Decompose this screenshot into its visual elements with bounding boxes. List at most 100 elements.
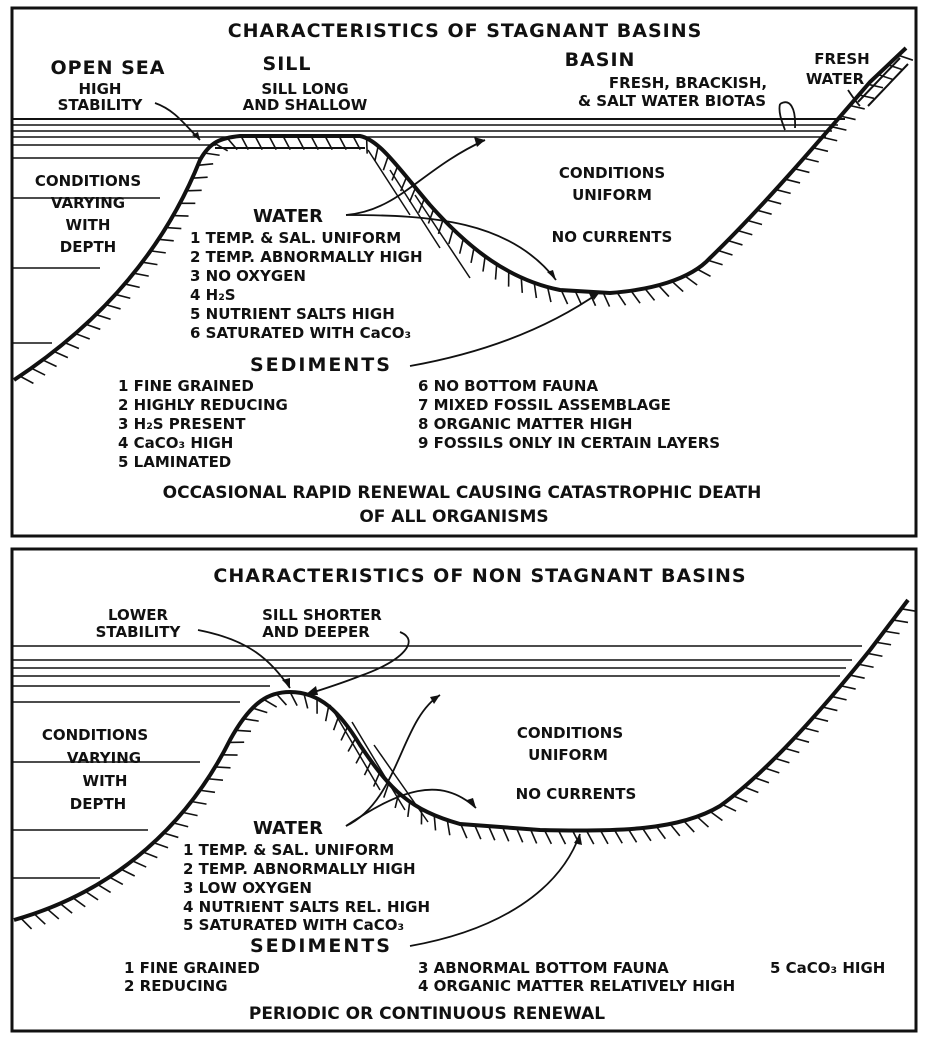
hatch-mark bbox=[613, 829, 623, 844]
top-depth-lines bbox=[12, 157, 200, 344]
hatch-mark bbox=[72, 897, 86, 908]
hatch-mark bbox=[520, 277, 524, 293]
bottom-no-currents-label: NO CURRENTS bbox=[516, 785, 637, 803]
hatch-mark bbox=[641, 827, 652, 842]
hatch-mark bbox=[173, 822, 189, 828]
top-leader-lines bbox=[154, 89, 861, 367]
bottom-sill-slope-hatching bbox=[329, 704, 429, 823]
bottom-water-list: 1 TEMP. & SAL. UNIFORM 2 TEMP. ABNORMALL… bbox=[183, 841, 430, 934]
bottom-water-lines bbox=[12, 645, 862, 687]
hatch-mark bbox=[727, 239, 743, 246]
hatch-mark bbox=[487, 825, 496, 841]
bottom-depth-lines bbox=[12, 701, 240, 879]
hatch-mark bbox=[858, 663, 874, 669]
hatch-mark bbox=[644, 287, 656, 301]
hatch-mark bbox=[875, 641, 892, 646]
hatch-mark bbox=[296, 135, 305, 150]
hatch-mark bbox=[898, 54, 914, 61]
hatch-mark bbox=[756, 209, 772, 215]
hatch-mark bbox=[235, 729, 252, 733]
hatch-mark bbox=[794, 167, 810, 174]
hatch-mark bbox=[448, 228, 454, 245]
arrowhead bbox=[574, 834, 582, 845]
hatch-mark bbox=[803, 157, 819, 163]
hatch-mark bbox=[120, 868, 136, 877]
hatch-mark bbox=[338, 135, 347, 150]
hatch-mark bbox=[372, 772, 381, 787]
top-sill-long-label-2: AND SHALLOW bbox=[243, 96, 368, 114]
arrowhead bbox=[547, 270, 556, 280]
hatch-mark bbox=[684, 275, 698, 286]
bottom-water-item: 4 NUTRIENT SALTS REL. HIGH bbox=[183, 898, 430, 916]
hatch-mark bbox=[774, 757, 790, 764]
bottom-leader-lines bbox=[197, 629, 581, 947]
hatch-mark bbox=[812, 146, 829, 153]
arrowhead bbox=[590, 292, 600, 300]
hatch-mark bbox=[108, 876, 124, 886]
bottom-title: CHARACTERISTICS OF NON STAGNANT BASINS bbox=[213, 565, 746, 587]
arrow-water-to-surface bbox=[345, 694, 441, 827]
hatch-mark bbox=[394, 792, 400, 809]
bottom-sediments-heading: SEDIMENTS bbox=[250, 935, 392, 957]
hatch-mark bbox=[458, 238, 465, 254]
arrow-biotas bbox=[778, 103, 786, 131]
arrow-water-to-surface bbox=[345, 139, 486, 216]
arrow-lower-stability bbox=[197, 629, 291, 689]
arrow-water-to-floor bbox=[345, 788, 477, 827]
arrow-sediments-to-floor bbox=[409, 833, 581, 947]
hatch-mark bbox=[737, 229, 753, 236]
bottom-lower-stability-1: LOWER bbox=[108, 606, 169, 624]
arrow-biotas-2 bbox=[779, 101, 796, 129]
hatch-mark bbox=[85, 323, 101, 331]
hatch-mark bbox=[124, 283, 140, 289]
hatch-mark bbox=[263, 698, 278, 708]
hatch-mark bbox=[433, 815, 437, 831]
hatch-mark bbox=[707, 259, 723, 266]
top-sediment-item: 7 MIXED FOSSIL ASSEMBLAGE bbox=[418, 396, 671, 414]
hatch-mark bbox=[324, 705, 330, 722]
hatch-mark bbox=[165, 226, 182, 230]
hatch-mark bbox=[163, 832, 179, 839]
top-conditions-varying-1: CONDITIONS bbox=[35, 172, 141, 190]
bottom-sediment-item: 3 ABNORMAL BOTTOM FAUNA bbox=[418, 959, 669, 977]
hatch-mark bbox=[226, 137, 238, 151]
hatch-mark bbox=[374, 145, 380, 162]
top-no-currents-label: NO CURRENTS bbox=[552, 228, 673, 246]
top-water-item: 3 NO OXYGEN bbox=[190, 267, 306, 285]
hatch-mark bbox=[721, 803, 737, 812]
top-sediment-item: 8 ORGANIC MATTER HIGH bbox=[418, 415, 632, 433]
hatch-mark bbox=[30, 367, 46, 376]
bottom-lower-stability-2: STABILITY bbox=[96, 623, 182, 641]
hatch-mark bbox=[630, 290, 641, 304]
hatch-mark bbox=[254, 135, 263, 150]
hatch-mark bbox=[858, 94, 875, 100]
hatch-mark bbox=[746, 219, 763, 226]
top-conditions-uniform-2: UNIFORM bbox=[572, 186, 652, 204]
hatch-mark bbox=[192, 176, 208, 179]
hatch-mark bbox=[784, 747, 800, 754]
arrow-water-to-floor bbox=[345, 214, 557, 281]
hatch-mark bbox=[150, 250, 166, 254]
hatch-mark bbox=[382, 155, 390, 171]
hatch-mark bbox=[515, 827, 524, 843]
hatch-mark bbox=[764, 767, 780, 774]
hatch-mark bbox=[717, 249, 733, 256]
hatch-mark bbox=[204, 152, 220, 157]
bottom-water-item: 2 TEMP. ABNORMALLY HIGH bbox=[183, 860, 416, 878]
hatch-mark bbox=[310, 135, 319, 150]
top-water-lines bbox=[12, 118, 845, 146]
hatch-mark bbox=[840, 684, 856, 690]
stagnant-basin-panel: CHARACTERISTICS OF STAGNANT BASINS bbox=[10, 6, 918, 538]
hatch-mark bbox=[459, 823, 468, 839]
hatch-mark bbox=[158, 238, 174, 242]
top-sill-long-label-1: SILL LONG bbox=[261, 80, 348, 98]
hatch-mark bbox=[574, 290, 583, 306]
bottom-seafloor-profile bbox=[13, 598, 910, 922]
bottom-water-heading: WATER bbox=[253, 818, 323, 839]
top-sediments-list: 1 FINE GRAINED 2 HIGHLY REDUCING 3 H₂S P… bbox=[118, 377, 720, 471]
hatch-mark bbox=[831, 125, 847, 131]
non-stagnant-basin-panel: CHARACTERISTICS OF NON STAGNANT BASINS L… bbox=[10, 547, 918, 1033]
hatch-mark bbox=[743, 786, 759, 794]
bottom-sill-shorter-1: SILL SHORTER bbox=[262, 606, 382, 624]
hatch-mark bbox=[153, 841, 169, 849]
